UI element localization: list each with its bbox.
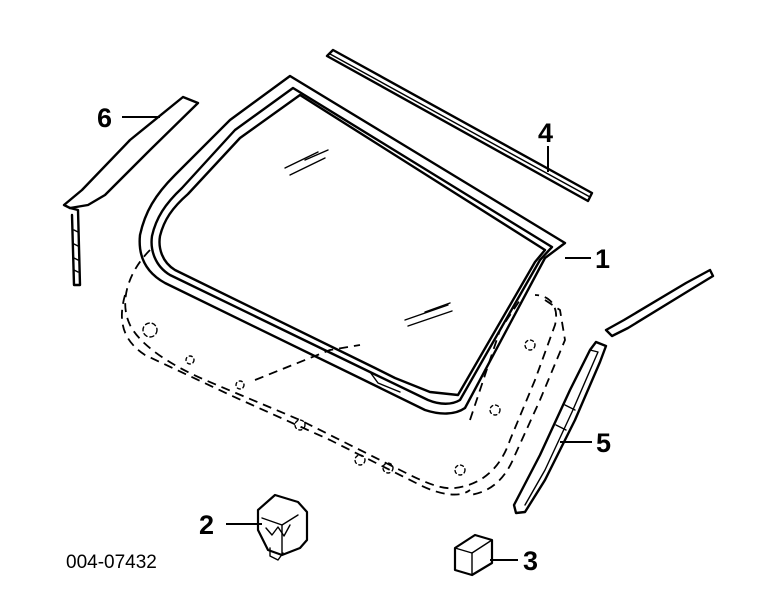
- callout-1: 1: [595, 244, 610, 274]
- callout-3: 3: [523, 546, 538, 576]
- diagram-part-number: 004-07432: [66, 552, 157, 573]
- callout-2: 2: [199, 510, 214, 540]
- callout-5: 5: [596, 428, 611, 458]
- left-molding-part-6: [62, 95, 200, 287]
- body-opening-outline: [121, 249, 566, 496]
- upper-molding-part-4: [325, 48, 594, 203]
- clip-part-2: [256, 493, 309, 561]
- back-glass-part-1: [138, 74, 567, 415]
- block-part-3: [453, 533, 494, 577]
- callout-4: 4: [538, 118, 553, 148]
- callout-6: 6: [97, 103, 112, 133]
- right-molding-part-5: [512, 268, 715, 515]
- leader-lines: [122, 116, 592, 561]
